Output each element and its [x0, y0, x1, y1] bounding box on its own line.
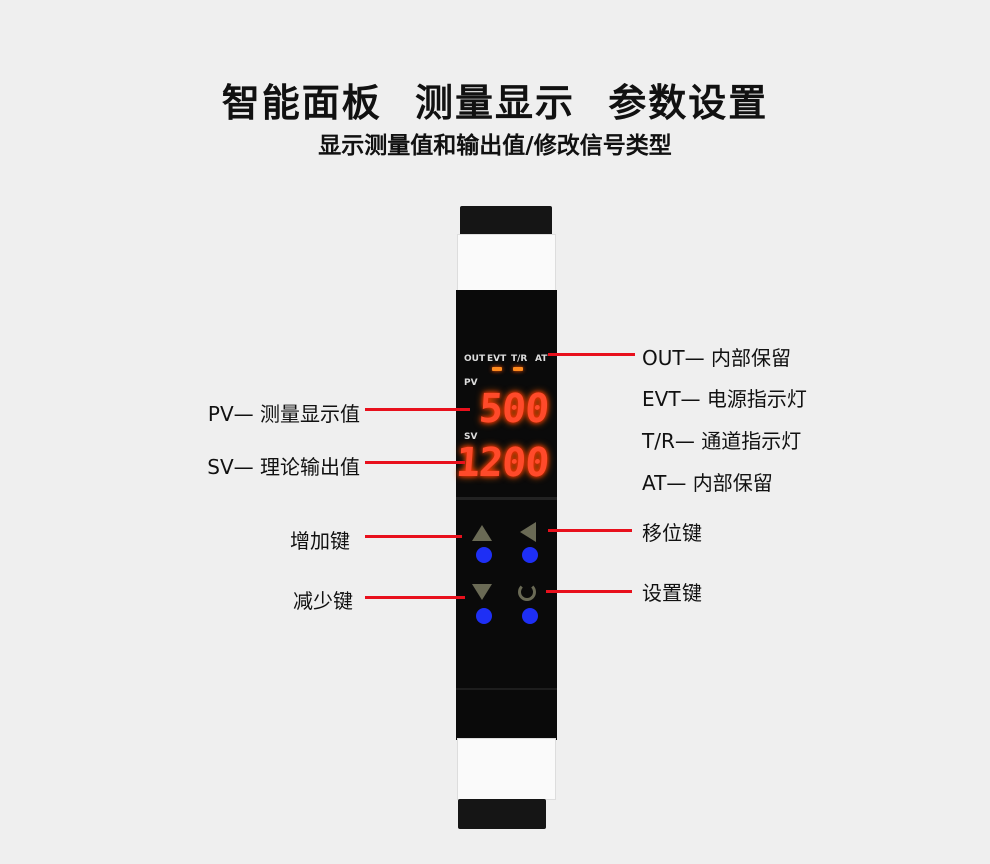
set-rotate-icon: [518, 583, 536, 601]
pv-display: 500: [477, 386, 550, 432]
callout-increase: 增加键: [290, 529, 350, 553]
decrease-button[interactable]: [476, 608, 492, 624]
callout-at: AT— 内部保留: [642, 471, 773, 495]
top-housing: [457, 234, 556, 292]
callout-evt: EVT— 电源指示灯: [642, 387, 807, 411]
top-terminal: [460, 206, 552, 238]
indicator-tr: T/R: [511, 354, 528, 364]
tr-led: [513, 367, 523, 371]
sv-label: SV: [464, 432, 478, 442]
callout-decrease: 减少键: [293, 589, 353, 613]
callout-shift: 移位键: [642, 521, 702, 545]
evt-led: [492, 367, 502, 371]
indicator-at: AT: [535, 354, 548, 364]
front-panel: [456, 290, 557, 740]
up-arrow-icon: [472, 525, 492, 541]
sv-display: 1200: [454, 440, 550, 486]
callout-sv: SV— 理论输出值: [207, 455, 360, 479]
page-title: 智能面板 测量显示 参数设置: [221, 81, 769, 125]
indicator-out: OUT: [464, 354, 486, 364]
increase-button[interactable]: [476, 547, 492, 563]
shift-button[interactable]: [522, 547, 538, 563]
indicator-evt: EVT: [487, 354, 507, 364]
callout-tr: T/R— 通道指示灯: [642, 429, 802, 453]
page-subtitle: 显示测量值和输出值/修改信号类型: [318, 133, 672, 159]
pv-label: PV: [464, 378, 478, 388]
left-arrow-icon: [520, 522, 536, 542]
callout-set: 设置键: [642, 581, 702, 605]
set-button[interactable]: [522, 608, 538, 624]
bottom-housing: [457, 738, 556, 800]
callout-out: OUT— 内部保留: [642, 346, 791, 370]
callout-pv: PV— 测量显示值: [207, 402, 360, 426]
down-arrow-icon: [472, 584, 492, 600]
bottom-terminal: [458, 799, 546, 829]
